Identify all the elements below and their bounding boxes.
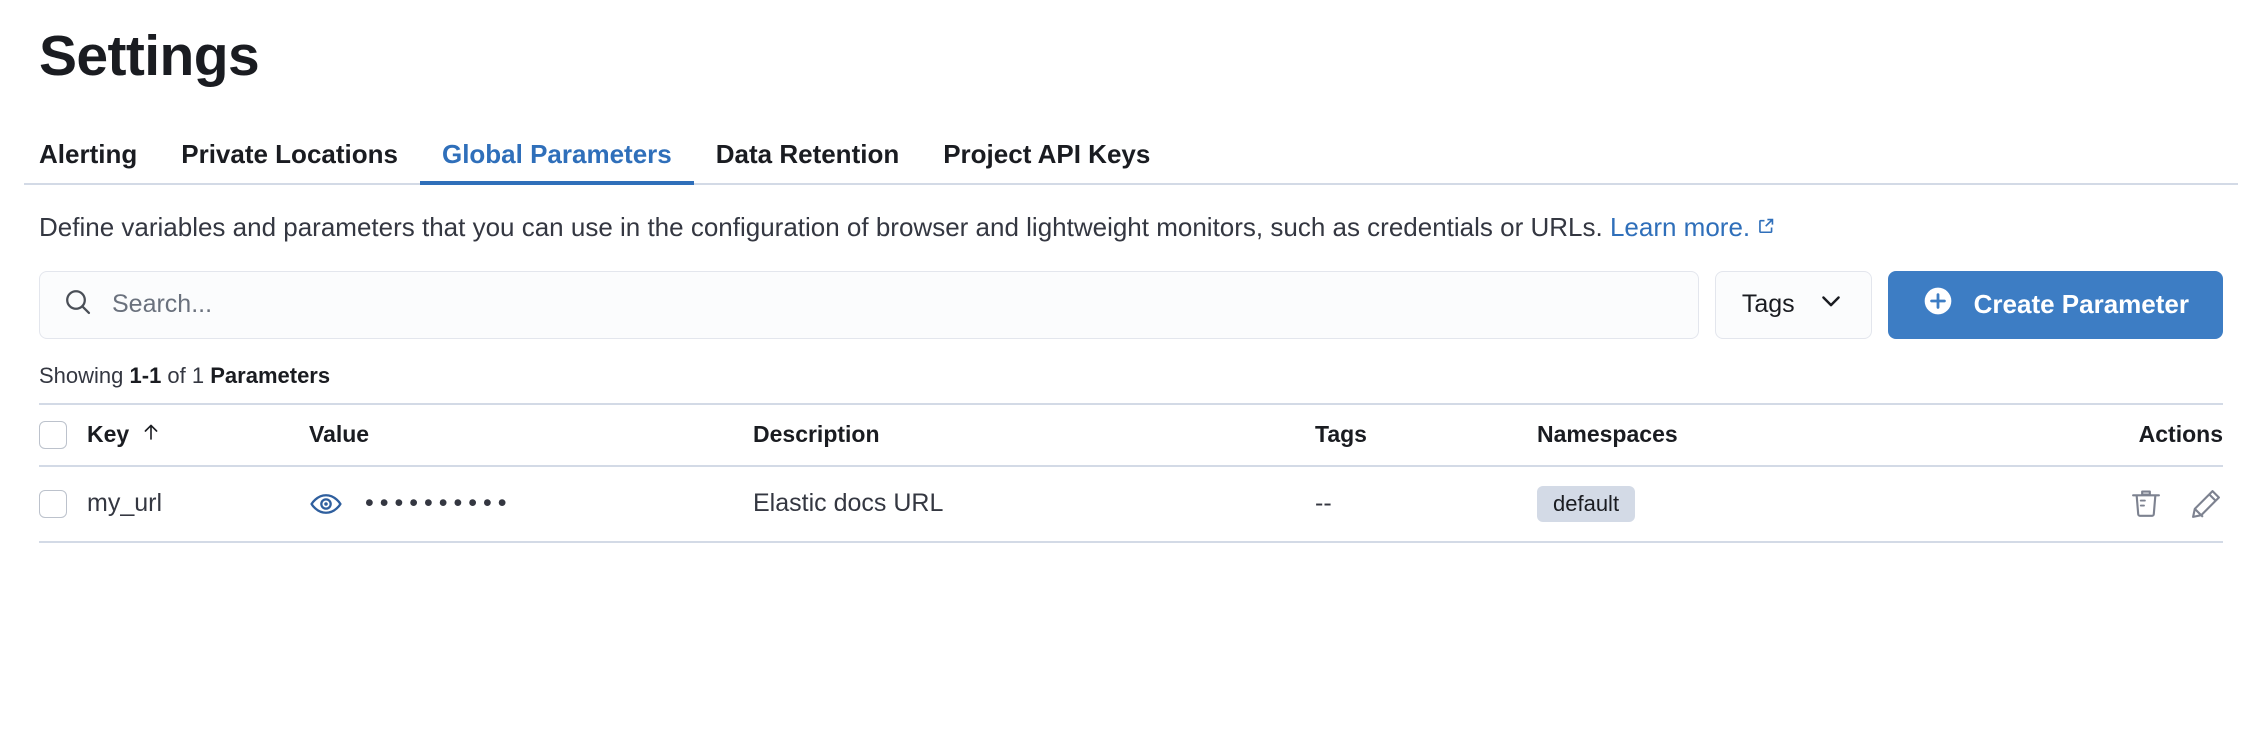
column-header-key-label: Key	[87, 421, 130, 448]
tab-label: Project API Keys	[943, 139, 1151, 169]
column-header-namespaces-label: Namespaces	[1537, 421, 1678, 448]
column-header-value-label: Value	[309, 421, 370, 448]
search-input[interactable]	[110, 289, 1676, 321]
tab-global-parameters[interactable]: Global Parameters	[419, 139, 694, 185]
eye-icon[interactable]	[309, 487, 343, 521]
results-middle: of 1	[161, 362, 211, 388]
settings-tabs: Alerting Private Locations Global Parame…	[24, 125, 2238, 185]
column-header-tags[interactable]: Tags	[1315, 421, 1537, 448]
column-header-tags-label: Tags	[1315, 421, 1367, 448]
parameters-table: Key Value Description Tags Namespaces	[24, 402, 2238, 543]
chevron-down-icon	[1817, 287, 1845, 322]
row-select-checkbox[interactable]	[39, 489, 67, 518]
column-header-namespaces[interactable]: Namespaces	[1537, 421, 2063, 448]
tab-data-retention[interactable]: Data Retention	[694, 141, 921, 183]
tab-label: Private Locations	[181, 139, 398, 169]
select-all-checkbox[interactable]	[39, 420, 67, 449]
column-header-actions-label: Actions	[2138, 421, 2223, 448]
column-header-description-label: Description	[753, 421, 880, 448]
learn-more-label: Learn more.	[1609, 212, 1751, 242]
row-select-cell	[39, 489, 87, 518]
plus-circle-icon	[1922, 285, 1954, 324]
namespace-badge: default	[1537, 485, 1636, 522]
cell-tags: --	[1315, 489, 1332, 518]
cell-key: my_url	[87, 489, 163, 518]
table-header-row: Key Value Description Tags Namespaces	[39, 402, 2223, 465]
tab-label: Global Parameters	[441, 139, 672, 169]
create-parameter-button[interactable]: Create Parameter	[1887, 270, 2223, 339]
results-prefix: Showing	[39, 362, 130, 388]
results-noun: Parameters	[210, 362, 331, 388]
search-icon	[62, 286, 94, 323]
masked-value: ••••••••••	[365, 489, 513, 518]
page-description: Define variables and parameters that you…	[24, 211, 2204, 245]
external-link-icon	[1756, 211, 1776, 245]
results-range: 1-1	[129, 362, 162, 388]
tab-project-api-keys[interactable]: Project API Keys	[921, 141, 1172, 183]
create-parameter-label: Create Parameter	[1973, 289, 2189, 320]
tags-filter-label: Tags	[1741, 290, 1795, 319]
description-text: Define variables and parameters that you…	[39, 212, 1610, 242]
tab-label: Alerting	[39, 139, 138, 169]
tab-alerting[interactable]: Alerting	[39, 141, 159, 183]
column-header-actions: Actions	[2063, 421, 2223, 448]
cell-namespaces: default	[1537, 485, 2063, 522]
table-row: my_url •••••••••• Elastic docs URL -- de…	[39, 464, 2223, 541]
column-header-description[interactable]: Description	[753, 421, 1315, 448]
table-bottom-border	[39, 540, 2223, 543]
learn-more-link[interactable]: Learn more.	[1610, 212, 1776, 242]
search-field[interactable]	[39, 270, 1699, 339]
pencil-icon[interactable]	[2189, 487, 2223, 521]
select-all-cell	[39, 420, 87, 449]
tab-private-locations[interactable]: Private Locations	[159, 141, 420, 183]
results-count: Showing 1-1 of 1 Parameters	[24, 363, 2238, 389]
cell-value: ••••••••••	[309, 487, 753, 521]
controls-row: Tags Create Parameter	[24, 270, 2238, 339]
column-header-key[interactable]: Key	[87, 420, 309, 450]
page-title: Settings	[39, 24, 260, 88]
column-header-value[interactable]: Value	[309, 421, 753, 448]
arrow-up-icon	[139, 420, 163, 450]
tab-label: Data Retention	[715, 139, 900, 169]
trash-icon[interactable]	[2129, 487, 2163, 521]
tags-filter-dropdown[interactable]: Tags	[1714, 270, 1872, 339]
cell-actions	[2063, 487, 2223, 521]
cell-description: Elastic docs URL	[753, 489, 944, 518]
